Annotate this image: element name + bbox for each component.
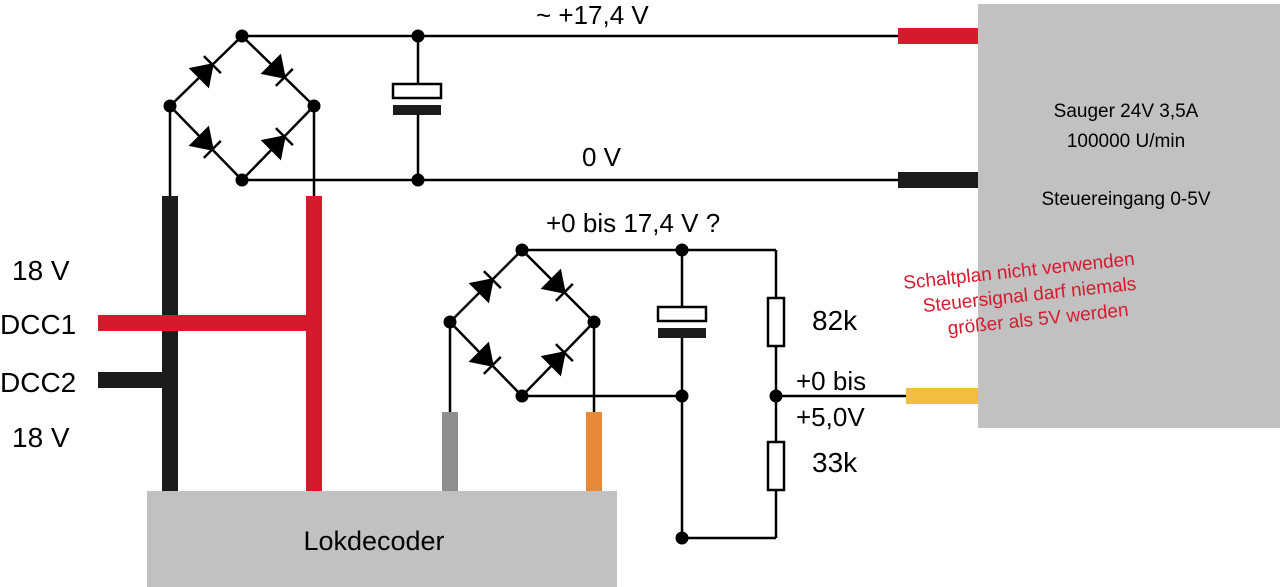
motor-line3: Steuereingang 0-5V: [1041, 189, 1210, 210]
label-dcc2: DCC2: [0, 367, 76, 398]
capacitor-1: [391, 82, 443, 115]
label-18v-bottom: 18 V: [12, 422, 70, 453]
wires: [168, 34, 906, 540]
motor-box: [978, 4, 1280, 428]
wire-black-motor: [898, 172, 978, 188]
wire-red-motor: [898, 28, 978, 44]
bridge-rectifier-2-diodes: [468, 268, 574, 377]
label-resistor-82k: 82k: [812, 305, 858, 336]
motor-line1: Sauger 24V 3,5A: [1054, 101, 1199, 122]
resistor-33k: [766, 440, 786, 492]
label-dcc1: DCC1: [0, 309, 76, 340]
decoder-box: [147, 491, 617, 587]
junction-dots: [163, 29, 783, 545]
wire-red-main: [306, 196, 322, 491]
wire-dcc2: [98, 372, 170, 388]
colored-wires: [98, 28, 978, 491]
label-output-line1: +0 bis: [796, 366, 866, 396]
label-variable-voltage: +0 bis 17,4 V ?: [546, 208, 720, 238]
wire-orange: [586, 412, 602, 491]
resistor-82k: [766, 296, 786, 348]
label-zero-volt: 0 V: [582, 142, 622, 172]
wire-dcc1: [98, 315, 314, 331]
wire-yellow-motor: [906, 388, 978, 404]
capacitor-2: [656, 305, 708, 338]
label-18v-top: 18 V: [12, 255, 70, 286]
label-resistor-33k: 33k: [812, 447, 858, 478]
label-supply-voltage: ~ +17,4 V: [536, 0, 649, 30]
decoder-title: Lokdecoder: [303, 526, 444, 556]
motor-line2: 100000 U/min: [1067, 131, 1185, 152]
bridge-rectifier-1-diodes: [188, 53, 294, 161]
label-output-line2: +5,0V: [796, 402, 865, 432]
wire-gray: [442, 412, 458, 491]
wire-black-main: [162, 196, 178, 491]
